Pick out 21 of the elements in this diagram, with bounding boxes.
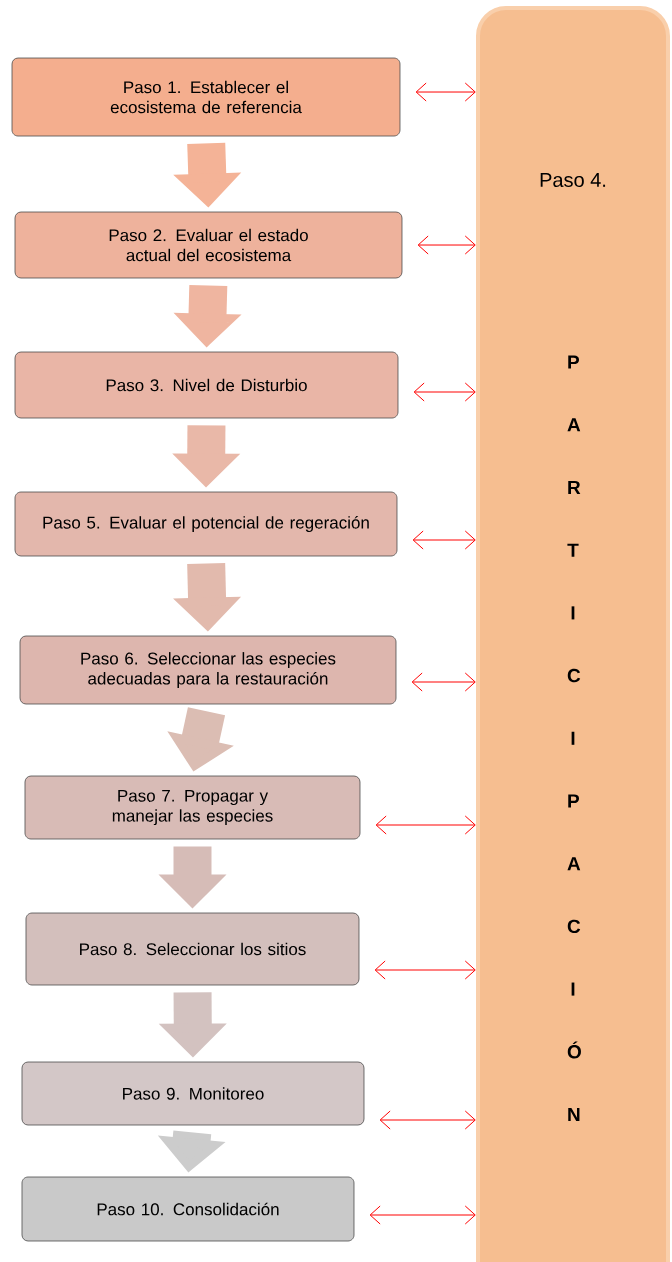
vertical-word: P A R T I C I P A C I Ó N [567, 355, 581, 1121]
step-box: Paso 2. Evaluar el estado actual del ecosistema [14, 211, 403, 279]
step-box: Paso 5. Evaluar el potencial de regeración [14, 491, 398, 557]
step-box: Paso 10. Consolidación [21, 1176, 355, 1242]
double-arrow [413, 382, 476, 402]
double-arrow [369, 1205, 476, 1225]
step-box: Paso 7. Propagar y manejar las especies [24, 775, 361, 840]
double-arrow [415, 82, 476, 102]
double-arrow [417, 235, 476, 255]
panel-heading: Paso 4. [540, 173, 606, 187]
double-arrow [375, 815, 476, 835]
step-box: Paso 9. Monitoreo [21, 1061, 365, 1126]
participation-panel [476, 6, 670, 1262]
step-box: Paso 8. Seleccionar los sitios [25, 912, 360, 986]
step-box: Paso 6. Seleccionar las especies adecuadas para la restauración [19, 635, 397, 705]
double-arrow [412, 530, 476, 550]
step-box: Paso 1. Establecer el ecosistema de referencia [11, 57, 401, 137]
double-arrow [379, 1110, 476, 1130]
double-arrow [411, 672, 476, 692]
step-box: Paso 3. Nivel de Disturbio [14, 351, 399, 419]
double-arrow [374, 960, 476, 980]
